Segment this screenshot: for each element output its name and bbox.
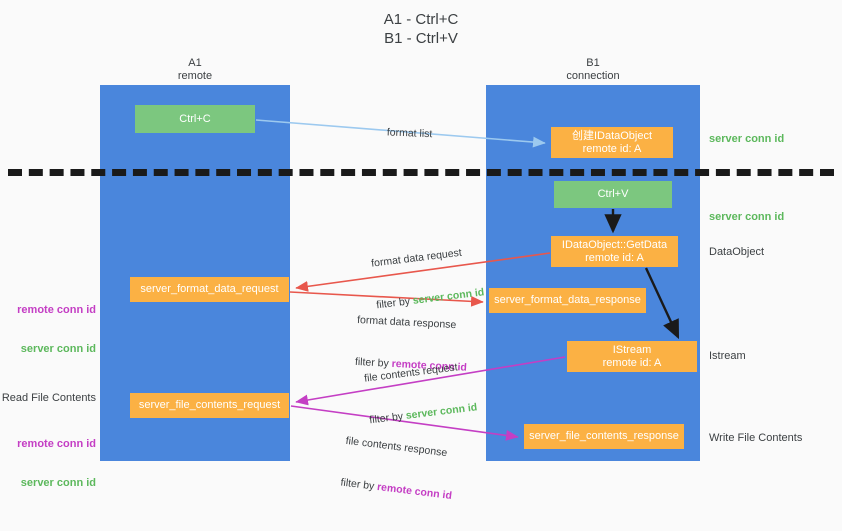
node-server-format-data-request[interactable]: server_format_data_request	[130, 277, 289, 302]
node-server-file-contents-response[interactable]: server_file_contents_response	[524, 424, 684, 449]
phase-separator-dashed-line	[8, 169, 834, 176]
node-ctrl-v[interactable]: Ctrl+V	[554, 181, 672, 208]
annotation-conn-ids-format: remote conn id server conn id	[0, 278, 96, 382]
edge-label-line1: format data request	[370, 246, 463, 270]
edge-label-line1: file contents response	[345, 434, 448, 460]
annotation-write-file-contents: Write File Contents	[709, 432, 803, 444]
node-ctrl-c[interactable]: Ctrl+C	[135, 105, 255, 133]
edge-label-format-list-text: format list	[386, 126, 433, 141]
diagram-canvas: A1 - Ctrl+C B1 - Ctrl+V A1 remote B1 con…	[0, 11, 834, 503]
node-server-file-contents-request[interactable]: server_file_contents_request	[130, 393, 289, 418]
node-create-idataobject[interactable]: 创建IDataObject remote id: A	[551, 127, 673, 158]
annotation-server-conn-id-top: server conn id	[709, 133, 785, 145]
annotation-conn-ids-file: remote conn id server conn id	[0, 412, 96, 516]
edge-label-format-list: format list	[374, 111, 433, 155]
annotation-server-conn-id: server conn id	[20, 343, 96, 355]
edge-label-line2: filter by remote conn id	[340, 475, 453, 503]
annotation-server-conn-id-mid: server conn id	[709, 211, 785, 223]
edge-label-file-contents-response: file contents response filter by remote …	[336, 406, 461, 531]
annotation-dataobject: DataObject	[709, 246, 765, 258]
node-server-format-data-response[interactable]: server_format_data_response	[489, 288, 646, 313]
annotation-remote-conn-id: remote conn id	[17, 438, 96, 450]
edge-label-line1: file contents request	[363, 361, 459, 385]
edge-label-line1: format data response	[356, 313, 457, 332]
page-title: A1 - Ctrl+C B1 - Ctrl+V	[383, 11, 459, 47]
node-idataobject-getdata[interactable]: IDataObject::GetData remote id: A	[551, 236, 678, 267]
column-header-a1: A1 remote	[177, 57, 213, 82]
node-istream[interactable]: IStream remote id: A	[567, 341, 697, 372]
annotation-server-conn-id: server conn id	[20, 477, 96, 489]
column-header-b1: B1 connection	[566, 57, 620, 82]
annotation-read-file-contents: Read File Contents	[1, 392, 96, 404]
annotation-istream: Istream	[709, 350, 746, 362]
filter-key-remote-conn-id: remote conn id	[376, 480, 453, 503]
annotation-remote-conn-id: remote conn id	[17, 304, 96, 316]
